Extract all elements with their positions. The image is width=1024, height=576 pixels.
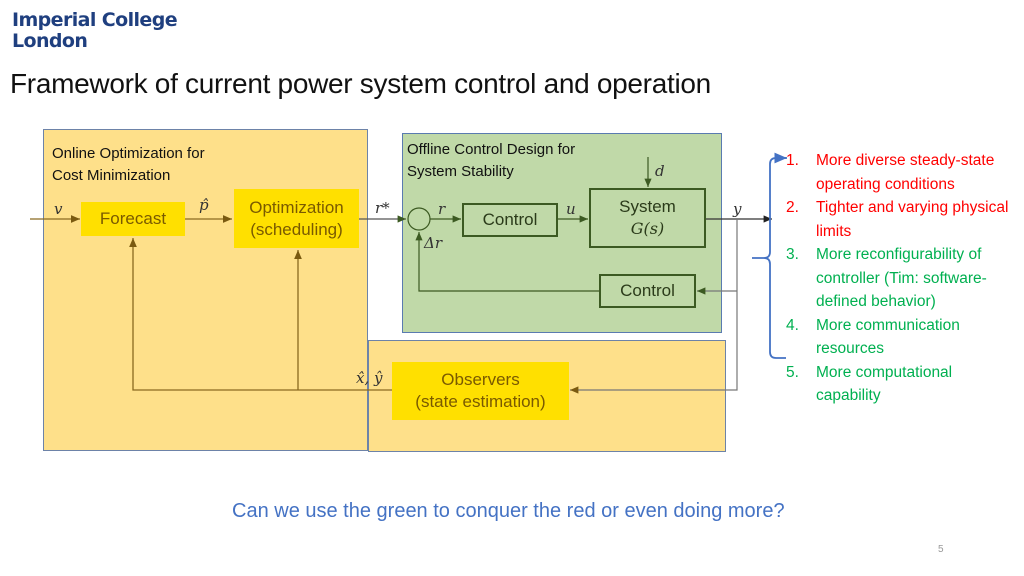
offline-label-line2: System Stability <box>407 163 514 180</box>
list-number: 1. <box>786 152 799 169</box>
list-item: 5. More computational capability <box>786 361 1021 408</box>
offline-panel-label: Offline Control Design for System Stabil… <box>407 139 575 183</box>
list-text: More communication resources <box>816 316 960 358</box>
control-block: Control <box>462 203 558 237</box>
list-text: More reconfigurability of controller (Ti… <box>816 246 987 310</box>
symbol-y: y <box>733 200 742 218</box>
symbol-v: v <box>54 200 63 218</box>
logo-line1: Imperial College <box>12 9 178 31</box>
wire-delta-r <box>415 232 599 292</box>
symbol-p-hat: p̂ <box>199 196 209 214</box>
list-number: 5. <box>786 363 799 381</box>
system-line1: System <box>619 197 676 216</box>
observers-line1: Observers <box>441 370 520 389</box>
list-number: 4. <box>786 316 799 334</box>
slide-title: Framework of current power system contro… <box>10 68 711 99</box>
online-optimization-panel <box>43 129 368 451</box>
symbol-estimates: x̂, ŷ <box>356 369 383 387</box>
summing-junction <box>407 207 431 231</box>
system-transfer-function: G(s) <box>630 219 665 238</box>
list-item: 1. More diverse steady-state operating co… <box>786 149 1021 196</box>
forecast-block: Forecast <box>81 202 185 236</box>
page-number: 5 <box>938 544 944 555</box>
offline-control-panel <box>402 133 722 333</box>
list-number: 2. <box>786 199 799 216</box>
list-item: 2. Tighter and varying physical limits <box>786 196 1021 243</box>
symbol-r: r <box>438 200 446 218</box>
online-label-line1: Online Optimization for <box>52 145 205 162</box>
optimization-line2: (scheduling) <box>250 219 343 239</box>
symbol-delta-r: Δr <box>424 234 443 252</box>
optimization-line1: Optimization <box>249 197 344 217</box>
challenges-list: 1. More diverse steady-state operating co… <box>786 149 1021 408</box>
wire-y-tap <box>570 219 738 394</box>
list-item: 4. More communication resources <box>786 314 1021 361</box>
optimization-block: Optimization (scheduling) <box>234 189 359 248</box>
closing-question: Can we use the green to conquer the red … <box>232 500 785 522</box>
list-number: 3. <box>786 246 799 263</box>
list-text: Tighter and varying physical limits <box>816 199 1009 240</box>
logo-line2: London <box>12 30 88 52</box>
feedback-control-block: Control <box>599 274 696 308</box>
bracket-brace <box>752 157 786 359</box>
observers-line2: (state estimation) <box>415 392 546 411</box>
online-panel-label: Online Optimization for Cost Minimizatio… <box>52 143 205 187</box>
symbol-r-star: r* <box>375 199 390 217</box>
offline-label-line1: Offline Control Design for <box>407 141 576 158</box>
list-item: 3. More reconfigurability of controller (… <box>786 243 1021 314</box>
list-text: More computational capability <box>816 363 953 405</box>
wire-estimate-feedback <box>129 238 392 391</box>
online-label-line2: Cost Minimization <box>52 167 171 184</box>
imperial-logo: Imperial College London <box>12 9 178 52</box>
list-text: More diverse steady-state operating cond… <box>816 152 995 193</box>
symbol-d: d <box>655 162 665 180</box>
observers-block: Observers (state estimation) <box>392 362 569 420</box>
system-block: System G(s) <box>589 188 706 248</box>
symbol-u: u <box>566 200 576 218</box>
